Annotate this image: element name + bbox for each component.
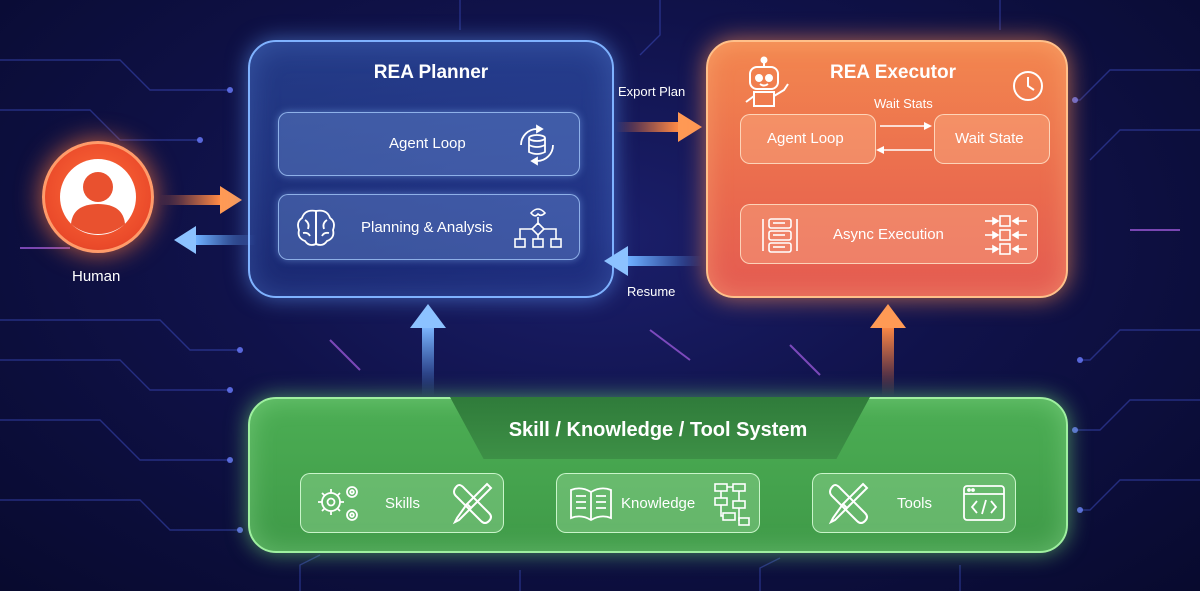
- export-plan-label: Export Plan: [618, 84, 686, 99]
- human-to-planner-arrow: [160, 186, 242, 214]
- executor-agent-loop-label: Agent Loop: [767, 130, 844, 147]
- task-list-icon: [762, 218, 798, 253]
- planner-planning-analysis[interactable]: Planning & Analysis: [278, 194, 580, 260]
- system-title: Skill / Knowledge / Tool System: [508, 419, 808, 441]
- rea-planner-panel: REA Planner Agent Loop Planning & Analys…: [248, 40, 614, 298]
- planner-to-human-arrow: [174, 226, 256, 254]
- system-to-executor-arrow: [870, 304, 906, 396]
- executor-wait-state[interactable]: Wait State: [934, 114, 1050, 164]
- skill-knowledge-tool-system-panel: Skill / Knowledge / Tool System Skills: [248, 397, 1068, 553]
- system-title-tab: [450, 397, 870, 459]
- robot-icon: [745, 56, 789, 107]
- wrench-screwdriver-icon: [452, 482, 493, 525]
- executor-title: REA Executor: [830, 62, 956, 83]
- planner-planning-label: Planning & Analysis: [361, 219, 493, 236]
- export-plan-arrow: [616, 112, 702, 142]
- database-cycle-icon: [520, 124, 554, 166]
- human-avatar[interactable]: [42, 141, 154, 253]
- executor-agent-loop[interactable]: Agent Loop: [740, 114, 876, 164]
- executor-wait-state-label: Wait State: [955, 130, 1024, 147]
- tree-diagram-icon: [714, 483, 750, 526]
- planner-title: REA Planner: [373, 62, 489, 83]
- wait-to-loop-arrow: [876, 146, 932, 154]
- code-window-icon: [963, 485, 1005, 521]
- loop-to-wait-arrow: [880, 122, 932, 130]
- skills-module[interactable]: Skills: [300, 473, 504, 533]
- resume-arrow: [604, 246, 702, 276]
- tools-module[interactable]: Tools: [812, 473, 1016, 533]
- book-icon: [570, 487, 612, 522]
- planner-agent-loop-label: Agent Loop: [389, 135, 466, 152]
- planner-agent-loop[interactable]: Agent Loop: [278, 112, 580, 176]
- brain-icon: [297, 209, 335, 246]
- wait-stats-label: Wait Stats: [874, 96, 933, 111]
- human-label: Human: [72, 268, 121, 285]
- wrench-screwdriver-icon: [828, 482, 869, 525]
- tools-label: Tools: [897, 495, 933, 512]
- async-execution-label: Async Execution: [833, 226, 944, 243]
- system-to-planner-arrow: [410, 304, 446, 396]
- knowledge-label: Knowledge: [621, 495, 696, 512]
- clock-icon: [1013, 71, 1043, 101]
- parallel-tasks-icon: [985, 215, 1027, 255]
- skills-label: Skills: [385, 495, 421, 512]
- resume-label: Resume: [627, 284, 676, 299]
- user-icon: [60, 159, 136, 235]
- rea-executor-panel: REA Executor Wait Stats Agent Loop Wait …: [706, 40, 1068, 298]
- flowchart-icon: [514, 208, 562, 248]
- knowledge-module[interactable]: Knowledge: [556, 473, 760, 533]
- gears-icon: [318, 486, 358, 521]
- executor-async-execution[interactable]: Async Execution: [740, 204, 1038, 264]
